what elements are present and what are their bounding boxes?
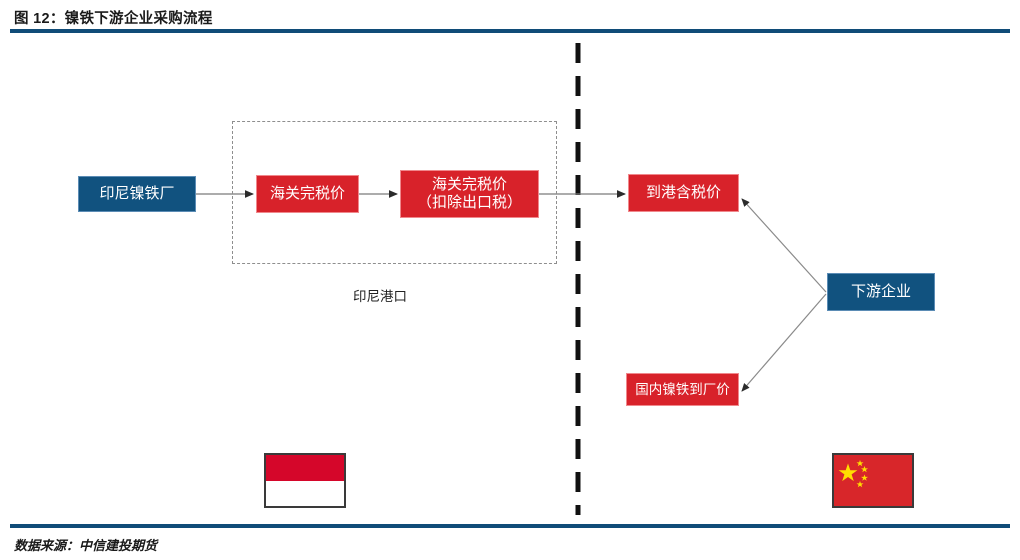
page-title: 图 12：镍铁下游企业采购流程 [14,11,213,27]
indonesia-flag [264,453,346,508]
node-customs-price-net-of-export-tax[interactable]: 海关完税价 （扣除出口税） [400,170,539,218]
node-indonesia-plant[interactable]: 印尼镍铁厂 [78,176,196,212]
footer-divider-rule [10,524,1010,528]
china-flag-small-star-2 [861,466,868,473]
china-flag-small-star-3 [861,474,868,481]
node-downstream-enterprise[interactable]: 下游企业 [827,273,935,311]
indonesia-flag-red-stripe [266,455,344,481]
edge-downstream-to-port [741,198,827,293]
node-customs-price[interactable]: 海关完税价 [256,175,359,213]
flowchart-canvas: 印尼港口 印尼镍铁厂 海关完税价 海关完税价 （扣除出口税） 到港含税价 下游企… [0,33,1020,524]
indonesia-flag-white-stripe [266,480,344,506]
node-domestic-ferronickel-delivered-price[interactable]: 国内镍铁到厂价 [626,373,739,406]
china-flag-big-star [838,463,858,482]
edge-downstream-to-domestic [741,293,827,392]
indonesia-port-region [232,121,557,264]
china-flag-small-star-1 [856,460,864,467]
header-divider-rule [10,29,1010,33]
connectors-layer [196,43,827,515]
china-flag [832,453,914,508]
china-flag-stars [834,455,912,506]
indonesia-port-region-label: 印尼港口 [353,289,407,304]
source-note: 数据来源：中信建投期货 [14,538,158,553]
node-port-taxed-price[interactable]: 到港含税价 [628,174,739,212]
china-flag-small-star-4 [856,481,864,488]
